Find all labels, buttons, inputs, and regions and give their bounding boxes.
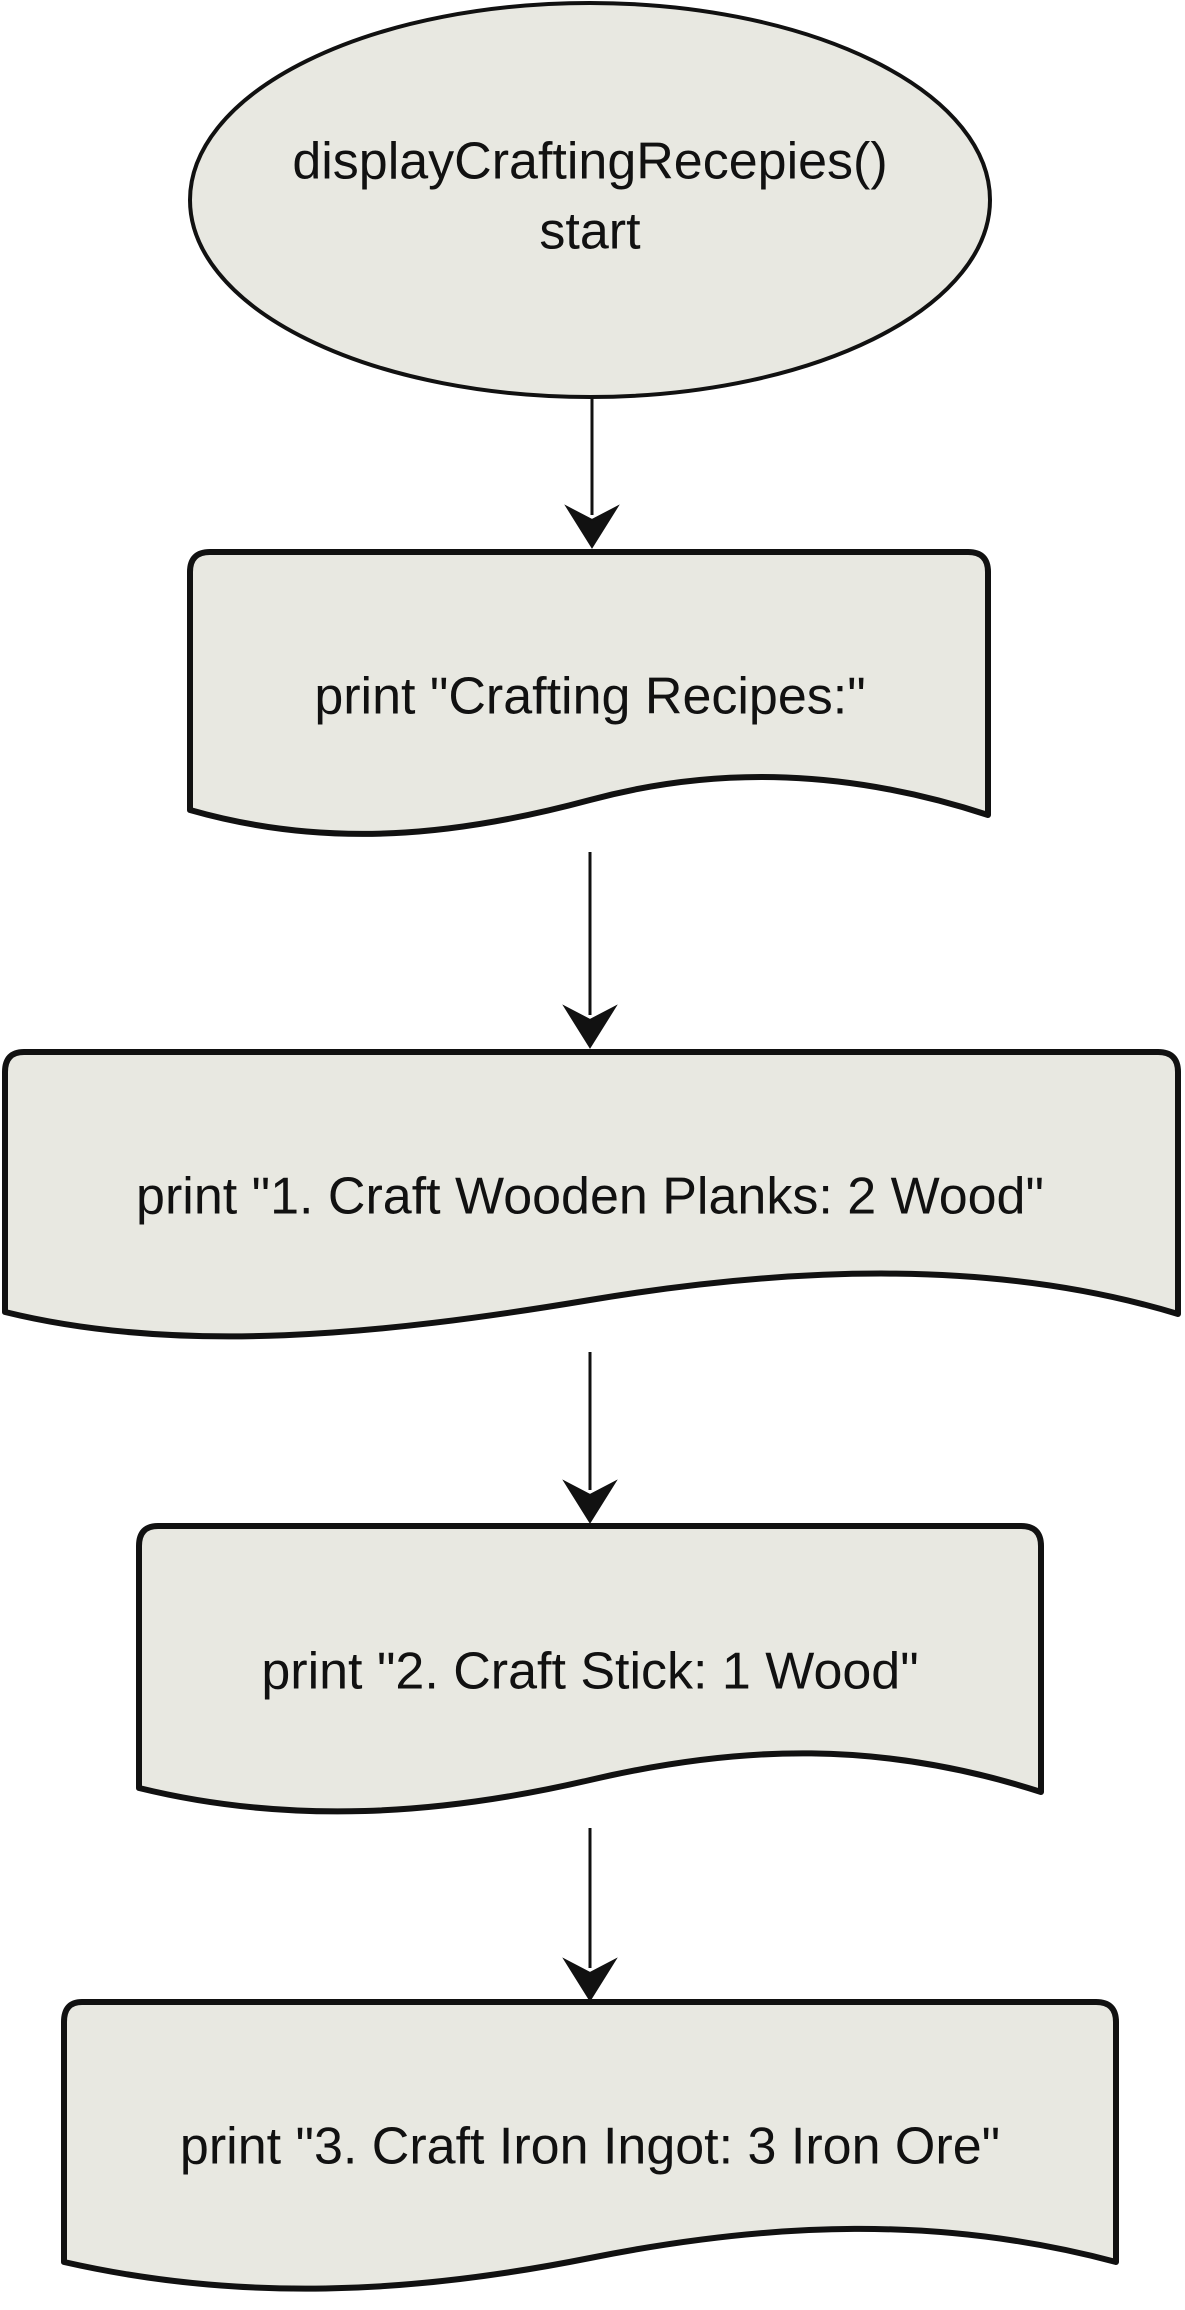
edge-start-to-print-header [564, 398, 620, 549]
start-ellipse [188, 1, 992, 399]
arrowhead [562, 1004, 618, 1049]
print-header-node: print "Crafting Recipes:" [187, 549, 991, 837]
start-label-line-2: start [539, 203, 641, 261]
document-shape [187, 549, 991, 837]
print-2-node: print "2. Craft Stick: 1 Wood" [136, 1523, 1044, 1815]
document-shape [61, 1999, 1119, 2292]
edge-print-1-to-print-2 [562, 1352, 618, 1524]
print-1-label: print "1. Craft Wooden Planks: 2 Wood" [136, 1168, 1044, 1226]
edge-print-header-to-print-1 [562, 852, 618, 1049]
document-shape [2, 1049, 1181, 1340]
print-3-label: print "3. Craft Iron Ingot: 3 Iron Ore" [180, 2118, 1000, 2176]
start-label-line-1: displayCraftingRecepies() [292, 133, 887, 191]
arrowhead [562, 1479, 618, 1524]
print-1-node: print "1. Craft Wooden Planks: 2 Wood" [2, 1049, 1181, 1340]
start-node: displayCraftingRecepies() start [188, 1, 992, 399]
print-3-node: print "3. Craft Iron Ingot: 3 Iron Ore" [61, 1999, 1119, 2292]
print-2-label: print "2. Craft Stick: 1 Wood" [261, 1643, 918, 1701]
edge-print-2-to-print-3 [562, 1828, 618, 2002]
print-header-label: print "Crafting Recipes:" [314, 668, 865, 726]
arrowhead [562, 1957, 618, 2002]
document-shape [136, 1523, 1044, 1815]
arrowhead [564, 504, 620, 549]
